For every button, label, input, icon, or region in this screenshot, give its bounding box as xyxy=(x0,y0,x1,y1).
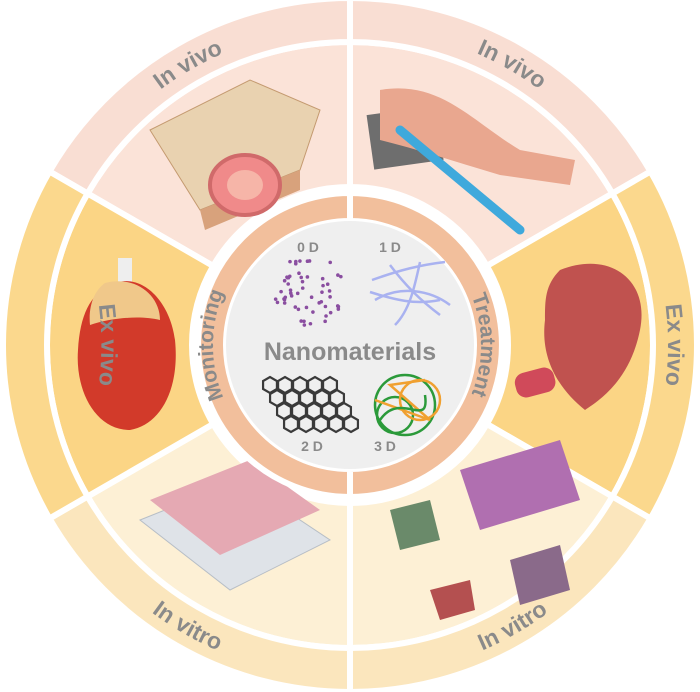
ex-vivo-monitoring-heart-image xyxy=(77,258,176,430)
sector-outer-band-0 xyxy=(45,0,353,198)
in-vitro-monitoring-slab-image xyxy=(139,460,331,591)
illustrations xyxy=(77,79,642,620)
1d-nanowires-icon xyxy=(369,260,451,326)
sector-label-2: Ex vivo xyxy=(661,303,689,388)
dim-label-2d: 2 D xyxy=(301,438,323,454)
in-vivo-treatment-vessel-image xyxy=(366,88,575,235)
in-vitro-treatment-patch-image xyxy=(390,440,580,620)
nanomaterials-core: Nanomaterials 0 D 1 D 2 D 3 D xyxy=(226,221,474,469)
in-vivo-monitoring-device-image xyxy=(149,79,321,230)
2d-graphene-icon xyxy=(261,375,360,434)
sector-label-5: Ex vivo xyxy=(94,303,122,388)
3d-network-icon xyxy=(373,373,442,437)
core-title: Nanomaterials xyxy=(264,338,436,366)
dim-label-1d: 1 D xyxy=(379,239,401,255)
0d-nanoparticles-icon xyxy=(273,259,343,327)
sector-outer-band-5 xyxy=(0,167,92,523)
dim-label-3d: 3 D xyxy=(374,438,396,454)
ex-vivo-treatment-heart-image xyxy=(514,263,642,410)
dim-label-0d: 0 D xyxy=(297,239,319,255)
